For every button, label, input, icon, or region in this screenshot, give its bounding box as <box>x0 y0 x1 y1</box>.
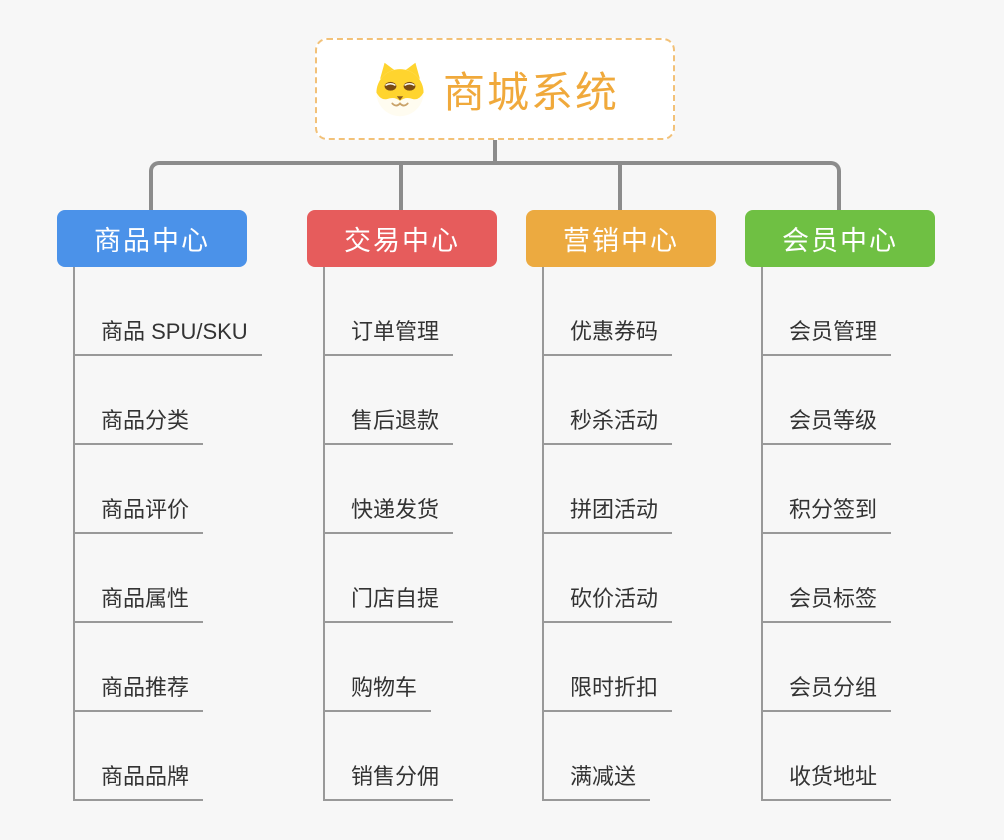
branch-node[interactable]: 营销中心 <box>526 210 716 267</box>
branch-column: 交易中心订单管理售后退款快递发货门店自提购物车销售分佣 <box>307 210 497 801</box>
branch-drop-connector <box>399 165 403 210</box>
topic-item[interactable]: 商品品牌 <box>75 712 204 801</box>
topic-item[interactable]: 秒杀活动 <box>544 356 673 445</box>
branch-node[interactable]: 交易中心 <box>307 210 497 267</box>
dog-face-icon <box>371 58 429 120</box>
topic-item[interactable]: 限时折扣 <box>544 623 673 712</box>
topic-item[interactable]: 满减送 <box>544 712 651 801</box>
branch-column: 营销中心优惠券码秒杀活动拼团活动砍价活动限时折扣满减送 <box>526 210 716 801</box>
branch-drop-connector <box>618 165 622 210</box>
topic-item[interactable]: 收货地址 <box>763 712 892 801</box>
branch-bus-right-connector <box>495 161 841 210</box>
topic-item[interactable]: 销售分佣 <box>325 712 454 801</box>
topic-item[interactable]: 商品评价 <box>75 445 204 534</box>
root-stem-connector <box>493 138 497 165</box>
topic-item[interactable]: 商品分类 <box>75 356 204 445</box>
branch-item-list: 会员管理会员等级积分签到会员标签会员分组收货地址 <box>761 267 892 801</box>
topic-item[interactable]: 会员管理 <box>763 267 892 356</box>
topic-item[interactable]: 会员等级 <box>763 356 892 445</box>
branch-node[interactable]: 会员中心 <box>745 210 935 267</box>
branch-item-list: 优惠券码秒杀活动拼团活动砍价活动限时折扣满减送 <box>542 267 673 801</box>
topic-item[interactable]: 商品属性 <box>75 534 204 623</box>
topic-item[interactable]: 商品推荐 <box>75 623 204 712</box>
branch-node[interactable]: 商品中心 <box>57 210 247 267</box>
topic-item[interactable]: 优惠券码 <box>544 267 673 356</box>
branch-bus-left-connector <box>149 161 495 210</box>
topic-item[interactable]: 积分签到 <box>763 445 892 534</box>
branch-item-list: 订单管理售后退款快递发货门店自提购物车销售分佣 <box>323 267 454 801</box>
topic-item[interactable]: 会员标签 <box>763 534 892 623</box>
branch-column: 会员中心会员管理会员等级积分签到会员标签会员分组收货地址 <box>745 210 935 801</box>
topic-item[interactable]: 会员分组 <box>763 623 892 712</box>
root-node[interactable]: 商城系统 <box>315 38 675 140</box>
topic-item[interactable]: 门店自提 <box>325 534 454 623</box>
root-title[interactable]: 商城系统 <box>442 68 619 116</box>
topic-item[interactable]: 快递发货 <box>325 445 454 534</box>
topic-item[interactable]: 商品 SPU/SKU <box>75 267 262 356</box>
topic-item[interactable]: 订单管理 <box>325 267 454 356</box>
topic-item[interactable]: 拼团活动 <box>544 445 673 534</box>
topic-item[interactable]: 购物车 <box>325 623 432 712</box>
topic-item[interactable]: 砍价活动 <box>544 534 673 623</box>
topic-item[interactable]: 售后退款 <box>325 356 454 445</box>
